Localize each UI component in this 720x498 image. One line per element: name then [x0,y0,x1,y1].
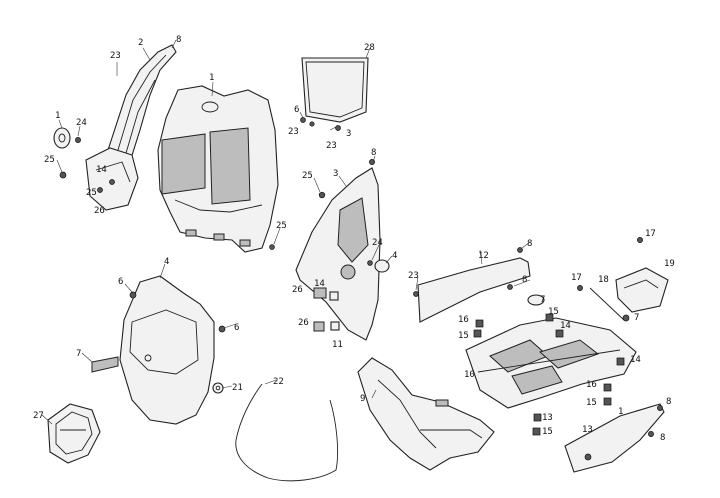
callout-8: 8 [666,397,671,407]
grommet-part [527,294,545,306]
callout-2: 2 [138,38,143,48]
inner-leg-shield-part [157,85,279,253]
callout-6: 6 [234,323,239,333]
callout-labels: 1 2 8 23 1 24 25 14 25 26 28 6 23 3 23 8… [33,35,675,443]
right-inner-panel-part [269,159,390,341]
callout-14: 14 [314,279,325,289]
callout-16: 16 [586,380,597,390]
callout-15: 15 [542,427,553,437]
callout-25: 25 [44,155,55,165]
callout-1: 1 [618,407,623,417]
trim-strip-part [235,383,339,482]
glovebox-lid-part [300,57,369,131]
callout-24: 24 [372,238,383,248]
callout-6: 6 [294,105,299,115]
callout-25: 25 [86,188,97,198]
rear-bracket-part [577,237,669,322]
emblem-part [47,403,101,464]
callout-13: 13 [542,413,553,423]
callout-7: 7 [540,295,545,305]
callout-23: 23 [288,127,299,137]
callout-26: 26 [292,285,303,295]
callout-14: 14 [630,355,641,365]
callout-28: 28 [364,43,375,53]
callout-22: 22 [273,377,284,387]
front-cover-part [91,275,226,425]
callout-13: 13 [582,425,593,435]
callout-26: 26 [94,206,105,216]
callout-7: 7 [634,313,639,323]
callout-17: 17 [571,273,582,283]
leader-lines [41,39,531,425]
callout-18: 18 [598,275,609,285]
callout-10: 10 [464,370,475,380]
floor-side-cover-part [564,403,665,473]
callout-17: 17 [645,229,656,239]
left-lower-bracket-part [85,147,139,211]
callout-12: 12 [478,251,489,261]
callout-23: 23 [110,51,121,61]
left-washer-part [53,127,81,179]
callout-1: 1 [209,73,214,83]
callout-19: 19 [664,259,675,269]
callout-15: 15 [458,331,469,341]
callout-26: 26 [298,318,309,328]
callout-6: 6 [118,277,123,287]
callout-1: 1 [55,111,60,121]
center-rail-part [413,247,531,323]
callout-14: 14 [560,321,571,331]
callout-3: 3 [333,169,338,179]
callout-8: 8 [660,433,665,443]
callout-24: 24 [76,118,87,128]
callout-8: 8 [527,239,532,249]
callout-8: 8 [371,148,376,158]
floor-panel-part [357,357,495,471]
callout-14: 14 [96,165,107,175]
callout-8: 8 [522,275,527,285]
callout-25: 25 [276,221,287,231]
callout-15: 15 [586,398,597,408]
callout-8: 8 [176,35,181,45]
callout-21: 21 [232,383,243,393]
callout-16: 16 [458,315,469,325]
callout-9: 9 [360,394,365,404]
callout-23: 23 [326,141,337,151]
clip-parts [313,287,340,332]
callout-4: 4 [164,257,169,267]
callout-27: 27 [33,411,44,421]
callout-25: 25 [302,171,313,181]
callout-4: 4 [392,251,397,261]
callout-7: 7 [76,349,81,359]
callout-15: 15 [548,307,559,317]
nut-part [212,382,224,394]
floor-frame-part [465,313,637,436]
callout-3: 3 [346,129,351,139]
callout-11: 11 [332,340,343,350]
callout-23: 23 [408,271,419,281]
